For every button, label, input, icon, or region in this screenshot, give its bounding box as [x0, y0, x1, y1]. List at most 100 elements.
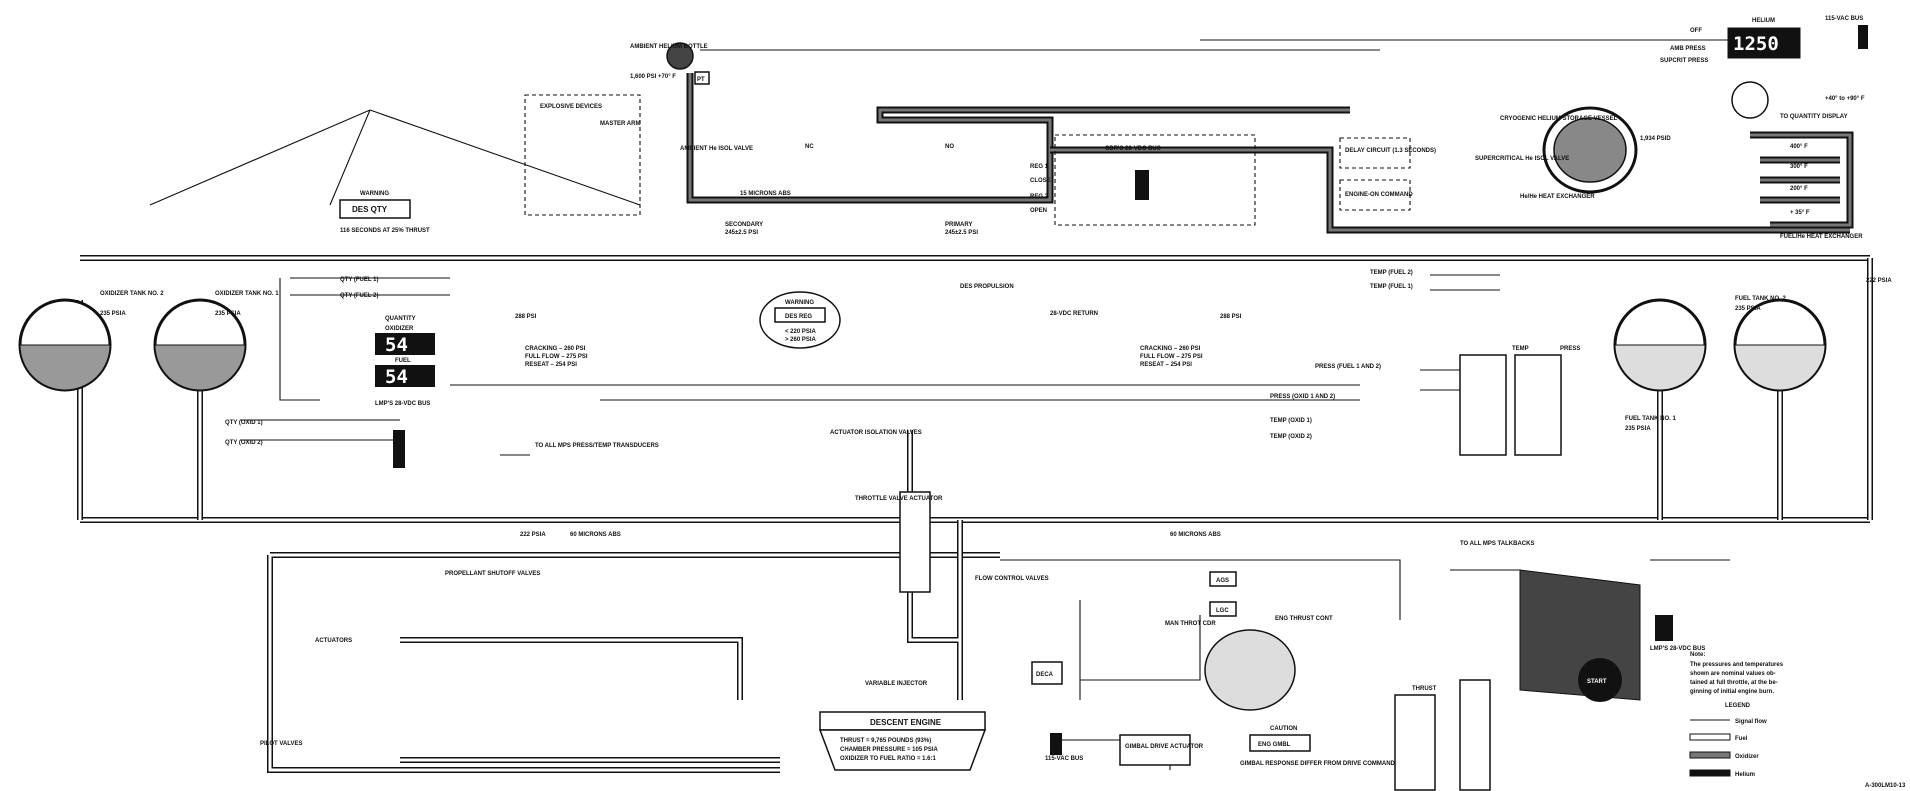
legend-fuel: Fuel [1735, 736, 1748, 742]
qty-oxid-label: OXIDIZER [385, 326, 414, 332]
note-line-3: tained at full throttle, at the be- [1690, 680, 1778, 686]
des-propulsion-label: DES PROPULSION [960, 284, 1014, 290]
fuel1-psia: 235 PSIA [1625, 426, 1651, 432]
explosive-label: EXPLOSIVE DEVICES [540, 104, 602, 110]
engine-ratio: OXIDIZER TO FUEL RATIO = 1.6:1 [840, 756, 937, 762]
throttle-control[interactable] [1204, 629, 1296, 711]
ac115-label: 115-VAC BUS [1825, 16, 1863, 22]
filter-60-right: 60 MICRONS ABS [1170, 532, 1221, 538]
figure-id: A-300LM10-13 [1865, 783, 1906, 789]
master-arm-label: MASTER ARM [600, 121, 640, 127]
amb-press-label: AMB PRESS [1670, 46, 1706, 52]
relief-right-psi: 288 PSI [1220, 314, 1242, 320]
pilot-valves-label: PILOT VALVES [260, 741, 302, 747]
note-line-4: ginning of initial engine burn. [1690, 689, 1774, 695]
oxidizer-tank-1: OXIDIZER TANK NO. 1 235 PSIA [153, 291, 279, 392]
to-talkbacks-label: TO ALL MPS TALKBACKS [1460, 541, 1534, 547]
des-qty-note: 116 SECONDS AT 25% THRUST [340, 228, 430, 234]
primary-reg-label: PRIMARY [945, 222, 972, 228]
engine-chamber: CHAMBER PRESSURE = 105 PSIA [840, 747, 939, 753]
relief-valve-right: 288 PSI CRACKING – 260 PSI FULL FLOW – 2… [960, 284, 1242, 368]
delay-circuit-label: DELAY CIRCUIT (1.3 SECONDS) [1345, 148, 1436, 154]
engine-on-label: ENGINE-ON COMMAND [1345, 192, 1413, 198]
relief-valve-left: 288 PSI CRACKING – 260 PSI FULL FLOW – 2… [515, 314, 588, 368]
helium-display: 1250 HELIUM AMB PRESS SUPCRIT PRESS OFF … [1660, 16, 1868, 120]
psia-222-right: 222 PSIA [1866, 278, 1892, 284]
temp-oxid2-label: TEMP (OXID 2) [1270, 434, 1312, 440]
press-meter [1514, 354, 1562, 456]
return28-label: 28-VDC RETURN [1050, 311, 1098, 317]
des-reg-low: < 220 PSIA [785, 329, 817, 335]
note-title: Note: [1690, 652, 1705, 658]
temp-meter-label: TEMP [1512, 346, 1529, 352]
lmp-bus2-label: LMP'S 28-VDC BUS [1650, 646, 1705, 652]
caution-label: CAUTION [1270, 726, 1297, 732]
temp-300: 300° F [1790, 164, 1808, 170]
injector-label: VARIABLE INJECTOR [865, 681, 928, 687]
legend-oxidizer: Oxidizer [1735, 754, 1759, 760]
no-label: NO [945, 144, 954, 150]
des-reg-high: > 260 PSIA [785, 337, 817, 343]
ambient-isol-label: AMBIENT He ISOL VALVE [680, 146, 753, 152]
qty-fuel-value: 54 [385, 366, 408, 388]
eng-thrust-cont-label: ENG THRUST CONT [1275, 616, 1333, 622]
temperature-marks: 400° F 300° F 200° F + 35° F +40° to +90… [1780, 96, 1892, 284]
oxid2-name: OXIDIZER TANK NO. 2 [100, 291, 164, 297]
close-label: CLOSE [1030, 178, 1051, 184]
engine-thrust: THRUST = 9,765 POUNDS (93%) [840, 738, 931, 744]
helium-monitor-knob[interactable] [1731, 81, 1769, 119]
des-reg-warning-title: WARNING [785, 300, 814, 306]
relief-left-cracking: CRACKING – 260 PSI [525, 346, 586, 352]
primary-reg-spec: 245±2.5 PSI [945, 230, 978, 236]
reg1-label: REG 1 [1030, 164, 1049, 170]
des-qty-warning-title: WARNING [360, 191, 389, 197]
ags-label: AGS [1216, 578, 1229, 584]
cryogenic-label: CRYOGENIC HELIUM STORAGE VESSEL [1500, 116, 1618, 122]
start-button[interactable] [1578, 658, 1622, 702]
thrust-meter-label: THRUST [1412, 686, 1437, 692]
temp-200: 200° F [1790, 186, 1808, 192]
press-fuel-label: PRESS (FUEL 1 AND 2) [1315, 364, 1381, 370]
engine-assembly: ACTUATOR ISOLATION VALVES THROTTLE VALVE… [260, 430, 1705, 791]
shutoff-label: PROPELLANT SHUTOFF VALVES [445, 571, 540, 577]
man-throt-label: MAN THROT CDR [1165, 621, 1216, 627]
delay-circuit-box [1339, 137, 1411, 169]
cryogenic-psid: 1,934 PSID [1640, 136, 1671, 142]
flow-control-label: FLOW CONTROL VALVES [975, 576, 1049, 582]
lmp-bus-label: LMP'S 28-VDC BUS [375, 401, 430, 407]
secondary-reg-spec: 245±2.5 PSI [725, 230, 758, 236]
oxid1-name: OXIDIZER TANK NO. 1 [215, 291, 279, 297]
start-label: START [1587, 679, 1607, 685]
oxid1-psia: 235 PSIA [215, 311, 241, 317]
legend: LEGEND Signal flow Fuel Oxidizer Helium … [1689, 703, 1906, 789]
des-qty-label: DES QTY [352, 205, 388, 214]
press-oxid-label: PRESS (OXID 1 AND 2) [1270, 394, 1335, 400]
temp-range: +40° to +90° F [1825, 96, 1865, 102]
ambient-helium-label: AMBIENT HELIUM BOTTLE [630, 44, 708, 50]
fuel2-name: FUEL TANK NO. 2 [1735, 296, 1786, 302]
psia-222-left: 222 PSIA [520, 532, 546, 538]
cdr-bus-label: CDR'S 28-VDC BUS [1105, 146, 1161, 152]
oxidizer-tank-2: OXIDIZER TANK NO. 2 235 PSIA [18, 291, 164, 392]
off-label: OFF [1690, 28, 1702, 34]
engine-name: DESCENT ENGINE [870, 718, 942, 727]
throttle-label: THROTTLE VALVE ACTUATOR [855, 496, 943, 502]
legend-signal: Signal flow [1735, 719, 1767, 725]
note-block: Note: The pressures and temperatures sho… [1690, 652, 1784, 695]
actuator-isolation-label: ACTUATOR ISOLATION VALVES [830, 430, 922, 436]
temp-meter [1459, 354, 1507, 456]
supcrit-press-label: SUPCRIT PRESS [1660, 58, 1708, 64]
relief-left-fullflow: FULL FLOW – 275 PSI [525, 354, 588, 360]
qty-oxid2-label: QTY (OXID 2) [225, 440, 263, 446]
gimbal-note: GIMBAL RESPONSE DIFFER FROM DRIVE COMMAN… [1240, 761, 1399, 767]
qty-oxid-value: 54 [385, 334, 408, 356]
filter-60-left: 60 MICRONS ABS [570, 532, 621, 538]
to-transducers-label: TO ALL MPS PRESS/TEMP TRANSDUCERS [535, 443, 659, 449]
propellant-lines [77, 255, 1873, 773]
qty-fuel2-label: QTY (FUEL 2) [340, 293, 378, 299]
oxid2-psia: 235 PSIA [100, 311, 126, 317]
heat-exchanger-label: He/He HEAT EXCHANGER [1520, 194, 1595, 200]
relief-left-reseat: RESEAT – 254 PSI [525, 362, 577, 368]
